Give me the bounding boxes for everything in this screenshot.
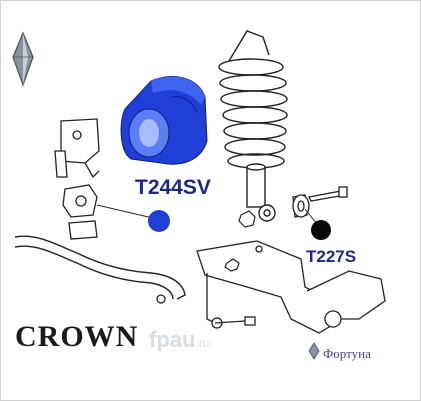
part-label-t227s: T227S bbox=[306, 247, 357, 266]
stabilizer-bar bbox=[14, 235, 186, 300]
model-name: CROWN bbox=[15, 320, 139, 353]
bushing-clamp bbox=[62, 184, 98, 240]
mounting-bracket bbox=[54, 118, 100, 179]
coil-spring-strut bbox=[218, 30, 288, 222]
lower-control-arm bbox=[156, 240, 386, 334]
part-marker-black bbox=[311, 220, 331, 240]
watermark: fpau.ru bbox=[149, 327, 209, 353]
rear-bushing-bolt bbox=[292, 186, 348, 218]
watermark-suffix: .ru bbox=[195, 336, 210, 350]
watermark-main: fpau bbox=[149, 327, 196, 352]
nuts bbox=[224, 210, 256, 272]
seller-name: Фортуна bbox=[323, 346, 371, 361]
part-label-t244sv: T244SV bbox=[135, 176, 211, 199]
part-marker-blue bbox=[148, 210, 170, 232]
stabilizer-bushing-image bbox=[120, 76, 208, 165]
leader-lines bbox=[96, 204, 322, 230]
seller-diamond-icon bbox=[308, 342, 320, 360]
diamond-logo-icon bbox=[12, 31, 34, 87]
